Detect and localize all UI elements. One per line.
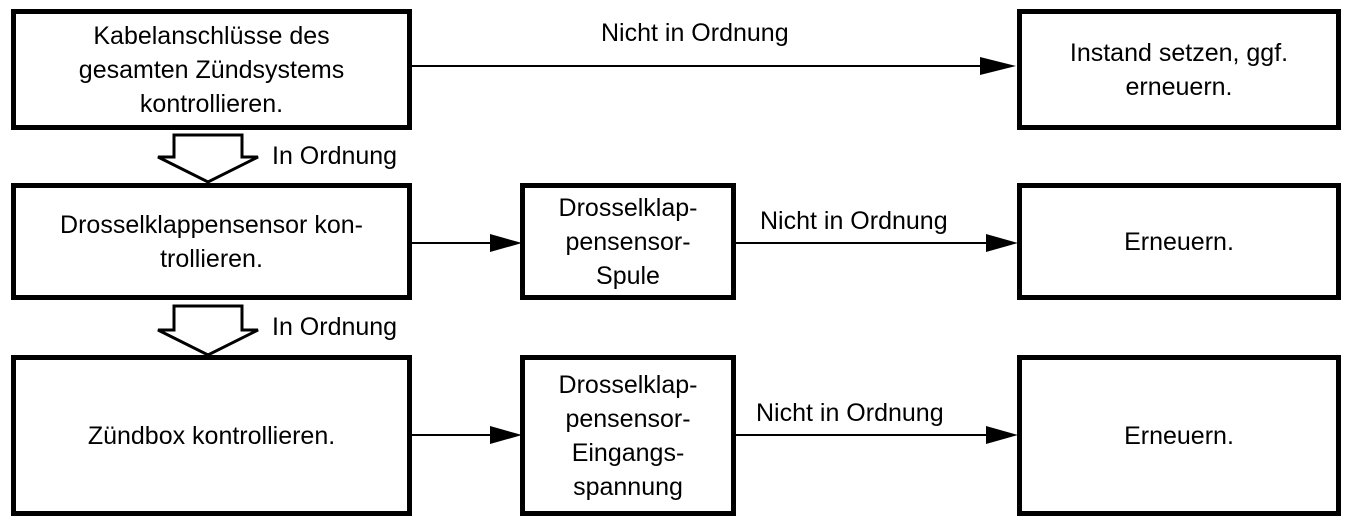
step-replace-2-text: Erneuern. xyxy=(1124,227,1234,256)
step-check-ignition-box: Zündbox kontrollieren. xyxy=(11,355,412,516)
down-arrow-ok-2 xyxy=(157,304,259,357)
check-throttle-sensor-input-voltage-text: Drosselklap- pensensor- Eingangs- spannu… xyxy=(558,370,698,501)
label-ok-1: In Ordnung xyxy=(272,142,398,170)
step-repair-or-replace: Instand setzen, ggf. erneuern. xyxy=(1017,9,1341,130)
step-check-cable-connections-text: Kabelanschlüsse des gesamten Zündsystems… xyxy=(78,21,345,118)
arrowhead-not-ok-2 xyxy=(986,234,1018,252)
arrowhead-not-ok-1 xyxy=(980,57,1016,75)
step-check-cable-connections: Kabelanschlüsse des gesamten Zündsystems… xyxy=(11,9,412,130)
step-replace-3-text: Erneuern. xyxy=(1124,421,1234,450)
arrowhead-to-check-2 xyxy=(490,234,522,252)
arrowhead-not-ok-3 xyxy=(986,426,1018,444)
check-throttle-sensor-input-voltage: Drosselklap- pensensor- Eingangs- spannu… xyxy=(520,355,736,516)
check-throttle-sensor-coil-text: Drosselklap- pensensor- Spule xyxy=(558,193,698,290)
label-not-ok-2: Nicht in Ordnung xyxy=(760,207,948,235)
step-check-ignition-box-text: Zündbox kontrollieren. xyxy=(87,421,336,450)
arrowhead-to-check-3 xyxy=(490,426,522,444)
step-repair-or-replace-text: Instand setzen, ggf. erneuern. xyxy=(1069,38,1289,101)
label-not-ok-1: Nicht in Ordnung xyxy=(601,19,789,47)
step-check-throttle-sensor: Drosselklappensensor kon- trollieren. xyxy=(11,183,412,300)
step-replace-3: Erneuern. xyxy=(1017,355,1341,516)
label-not-ok-3: Nicht in Ordnung xyxy=(756,399,944,427)
step-check-throttle-sensor-text: Drosselklappensensor kon- trollieren. xyxy=(60,210,363,273)
step-replace-2: Erneuern. xyxy=(1017,183,1341,300)
down-arrow-ok-1 xyxy=(157,133,259,184)
check-throttle-sensor-coil: Drosselklap- pensensor- Spule xyxy=(520,183,736,300)
label-ok-2: In Ordnung xyxy=(272,313,398,341)
